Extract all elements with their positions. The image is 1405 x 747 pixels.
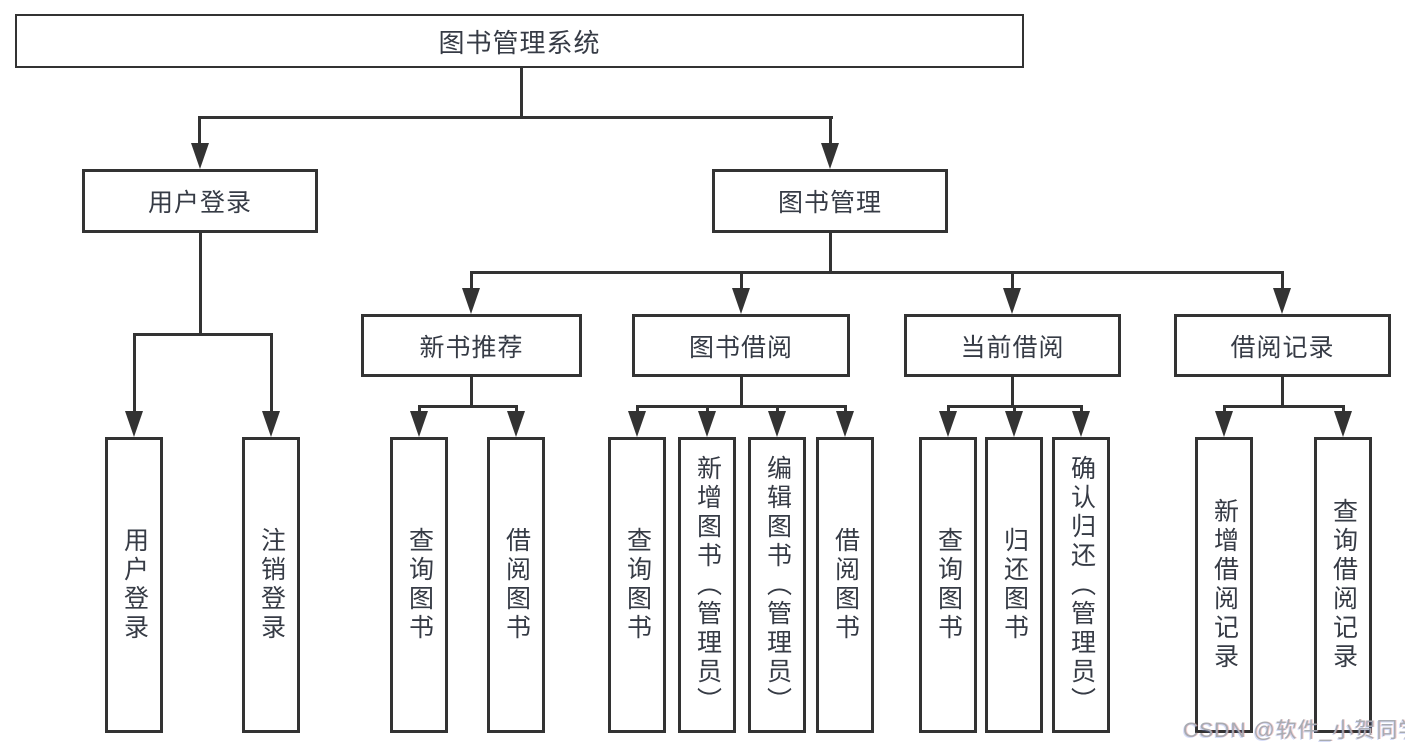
leaf-query-books-current: 查询图书 [919, 437, 977, 733]
leaf-label: 新增图书（管理员） [693, 454, 722, 716]
leaf-label: 新增借阅记录 [1210, 498, 1239, 672]
arrow-down-icon [732, 288, 750, 314]
connector-group-rail [1223, 405, 1345, 408]
leaf-label: 借阅图书 [831, 527, 860, 643]
node-user-login-label: 用户登录 [147, 189, 252, 217]
leaf-label: 查询图书 [405, 527, 434, 643]
connector-drop-user-login [198, 119, 201, 143]
leaf-label: 查询图书 [623, 527, 652, 643]
arrow-down-icon [507, 411, 525, 437]
arrow-down-icon [1005, 411, 1023, 437]
leaf-label: 编辑图书（管理员） [763, 454, 792, 716]
connector-group-stem [740, 377, 743, 405]
node-borrow-records-label: 借阅记录 [1230, 333, 1335, 362]
arrow-down-icon [836, 411, 854, 437]
arrow-down-icon [1334, 411, 1352, 437]
connector-drop-group [1281, 274, 1284, 290]
connector-book-management-stem [829, 233, 832, 273]
leaf-borrow-books: 借阅图书 [816, 437, 874, 733]
arrow-down-icon [698, 411, 716, 437]
connector-drop-book-management [829, 119, 832, 143]
connector-level3-rail [470, 271, 1284, 274]
connector-group-rail [418, 405, 518, 408]
leaf-label: 借阅图书 [502, 527, 531, 643]
node-book-management: 图书管理 [712, 169, 948, 233]
leaf-return-book: 归还图书 [985, 437, 1043, 733]
connector-user-login-rail [133, 333, 273, 336]
connector-user-login-stem [199, 233, 202, 333]
arrow-down-icon [821, 143, 839, 169]
arrow-down-icon [1273, 288, 1291, 314]
leaf-query-books-recommend: 查询图书 [390, 437, 448, 733]
leaf-label: 注销登录 [257, 527, 286, 643]
connector-root-stem [520, 68, 523, 116]
leaf-label: 归还图书 [1000, 527, 1029, 643]
connector-drop-group [740, 274, 743, 290]
connector-group-stem [1011, 377, 1014, 405]
arrow-down-icon [462, 288, 480, 314]
leaf-query-borrow-record: 查询借阅记录 [1314, 437, 1372, 733]
leaf-add-borrow-record: 新增借阅记录 [1195, 437, 1253, 733]
node-new-book-recommend-label: 新书推荐 [419, 333, 524, 362]
arrow-down-icon [125, 411, 143, 437]
arrow-down-icon [1215, 411, 1233, 437]
connector-group-stem [470, 377, 473, 405]
leaf-query-books-borrow: 查询图书 [608, 437, 666, 733]
arrow-down-icon [410, 411, 428, 437]
connector-drop-group [470, 274, 473, 290]
leaf-logout: 注销登录 [242, 437, 300, 733]
leaf-label: 确认归还（管理员） [1067, 454, 1096, 716]
node-book-borrow-label: 图书借阅 [688, 333, 793, 362]
arrow-down-icon [191, 143, 209, 169]
leaf-confirm-return-admin: 确认归还（管理员） [1052, 437, 1110, 733]
arrow-down-icon [262, 411, 280, 437]
connector-drop-group [1011, 274, 1014, 290]
connector-group-rail [636, 405, 847, 408]
leaf-edit-book-admin: 编辑图书（管理员） [748, 437, 806, 733]
arrow-down-icon [1003, 288, 1021, 314]
connector-level2-rail [198, 116, 833, 119]
leaf-label: 查询借阅记录 [1329, 498, 1358, 672]
node-borrow-records: 借阅记录 [1174, 314, 1391, 377]
arrow-down-icon [768, 411, 786, 437]
node-user-login: 用户登录 [82, 169, 318, 233]
node-current-borrow: 当前借阅 [904, 314, 1121, 377]
node-root-label: 图书管理系统 [438, 27, 601, 58]
connector-group-rail [947, 405, 1083, 408]
leaf-label: 用户登录 [120, 527, 149, 643]
node-root: 图书管理系统 [15, 14, 1024, 68]
connector-group-stem [1281, 377, 1284, 405]
arrow-down-icon [628, 411, 646, 437]
arrow-down-icon [1072, 411, 1090, 437]
watermark-text: CSDN @软件_小贺同学 [1183, 719, 1405, 742]
node-new-book-recommend: 新书推荐 [361, 314, 582, 377]
connector-drop-leaf [133, 336, 136, 411]
node-current-borrow-label: 当前借阅 [960, 333, 1065, 362]
node-book-borrow: 图书借阅 [632, 314, 850, 377]
leaf-add-book-admin: 新增图书（管理员） [678, 437, 736, 733]
connector-drop-leaf [270, 336, 273, 411]
arrow-down-icon [939, 411, 957, 437]
leaf-label: 查询图书 [934, 527, 963, 643]
leaf-user-login: 用户登录 [105, 437, 163, 733]
leaf-borrow-books-recommend: 借阅图书 [487, 437, 545, 733]
node-book-management-label: 图书管理 [777, 189, 882, 217]
